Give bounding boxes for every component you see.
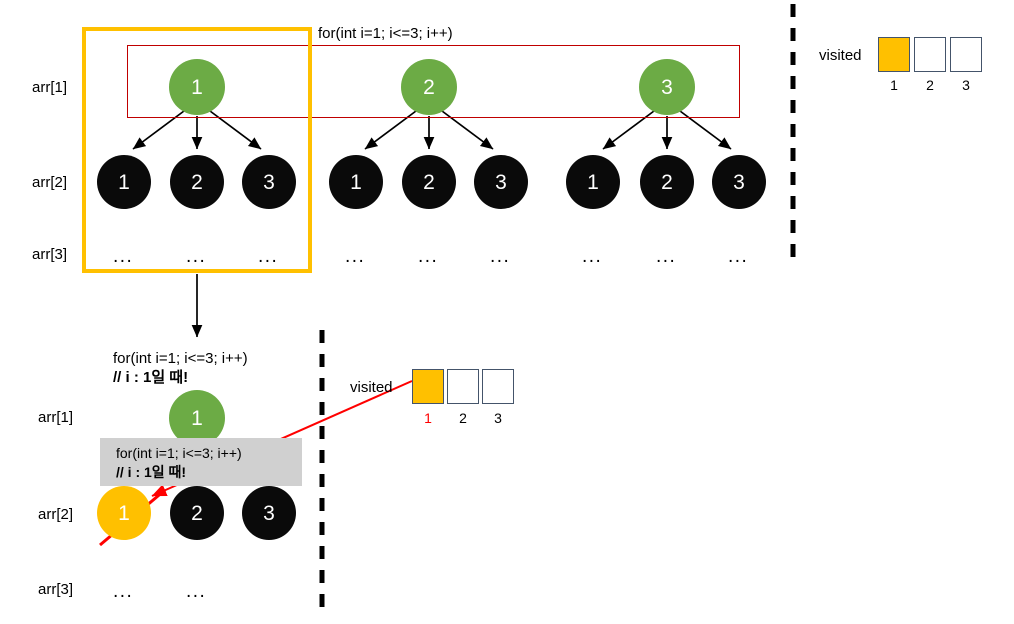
visited-array-top: visited 1 2 3 bbox=[0, 0, 1014, 120]
visited-cell-bottom-2[interactable] bbox=[447, 369, 479, 404]
loop-callout-box: for(int i=1; i<=3; i++) // i : 1일 때! bbox=[100, 438, 302, 486]
tree-dots-4: ... bbox=[345, 246, 366, 267]
tree-dots-2: ... bbox=[186, 246, 207, 267]
tree-dots-3: ... bbox=[258, 246, 279, 267]
tree-dots-9: ... bbox=[728, 246, 749, 267]
callout-line2: // i : 1일 때! bbox=[116, 463, 187, 480]
row-label-arr3-top: arr[3] bbox=[32, 246, 68, 263]
tree-node-level1-1[interactable]: 1 bbox=[169, 59, 225, 115]
bottom-caption-line1: for(int i=1; i<=3; i++) bbox=[113, 350, 248, 367]
yellow-selection-box[interactable] bbox=[82, 27, 312, 273]
row-label-arr1-top: arr[1] bbox=[32, 79, 68, 96]
tree-node-level2-g2-3[interactable]: 3 bbox=[474, 155, 528, 209]
tree-dots-6: ... bbox=[490, 246, 511, 267]
visited-index-top-1: 1 bbox=[890, 77, 898, 93]
tree-node-level2-g3-1[interactable]: 1 bbox=[566, 155, 620, 209]
tree-dots-7: ... bbox=[582, 246, 603, 267]
top-loop-caption: for(int i=1; i<=3; i++) bbox=[318, 25, 453, 42]
bottom-tree-node-level2-2[interactable]: 2 bbox=[170, 486, 224, 540]
visited-index-bottom-1: 1 bbox=[424, 410, 432, 426]
bottom-tree-node-level1[interactable]: 1 bbox=[169, 390, 225, 446]
bottom-tree-dots-2: ... bbox=[186, 581, 207, 602]
visited-cell-top-3[interactable] bbox=[950, 37, 982, 72]
bottom-tree-node-level2-1[interactable]: 1 bbox=[97, 486, 151, 540]
visited-label-top: visited bbox=[819, 47, 862, 64]
tree-node-level2-g1-1[interactable]: 1 bbox=[97, 155, 151, 209]
tree-node-level2-g1-2[interactable]: 2 bbox=[170, 155, 224, 209]
tree-node-level2-g1-3[interactable]: 3 bbox=[242, 155, 296, 209]
visited-cell-bottom-1[interactable] bbox=[412, 369, 444, 404]
row-label-arr1-bottom: arr[1] bbox=[38, 409, 74, 426]
row-label-arr2-top: arr[2] bbox=[32, 174, 68, 191]
tree-node-level2-g2-1[interactable]: 1 bbox=[329, 155, 383, 209]
visited-cell-top-2[interactable] bbox=[914, 37, 946, 72]
tree-dots-5: ... bbox=[418, 246, 439, 267]
tree-node-level2-g2-2[interactable]: 2 bbox=[402, 155, 456, 209]
bottom-caption-line2: // i : 1일 때! bbox=[113, 369, 189, 387]
visited-cell-bottom-3[interactable] bbox=[482, 369, 514, 404]
tree-dots-8: ... bbox=[656, 246, 677, 267]
row-label-arr2-bottom: arr[2] bbox=[38, 506, 74, 523]
visited-cell-top-1[interactable] bbox=[878, 37, 910, 72]
tree-node-level1-2[interactable]: 2 bbox=[401, 59, 457, 115]
visited-index-bottom-2: 2 bbox=[459, 410, 467, 426]
row-label-arr3-bottom: arr[3] bbox=[38, 581, 74, 598]
tree-node-level1-3[interactable]: 3 bbox=[639, 59, 695, 115]
bottom-tree-dots-1: ... bbox=[113, 581, 134, 602]
visited-index-top-3: 3 bbox=[962, 77, 970, 93]
visited-index-bottom-3: 3 bbox=[494, 410, 502, 426]
tree-node-level2-g3-2[interactable]: 2 bbox=[640, 155, 694, 209]
red-level1-box bbox=[127, 45, 740, 118]
callout-line1: for(int i=1; i<=3; i++) bbox=[116, 445, 242, 461]
visited-index-top-2: 2 bbox=[926, 77, 934, 93]
bottom-loop-caption: for(int i=1; i<=3; i++) // i : 1일 때! bbox=[113, 349, 248, 387]
visited-label-bottom: visited bbox=[350, 379, 393, 396]
tree-node-level2-g3-3[interactable]: 3 bbox=[712, 155, 766, 209]
bottom-tree-node-level2-3[interactable]: 3 bbox=[242, 486, 296, 540]
tree-dots-1: ... bbox=[113, 246, 134, 267]
